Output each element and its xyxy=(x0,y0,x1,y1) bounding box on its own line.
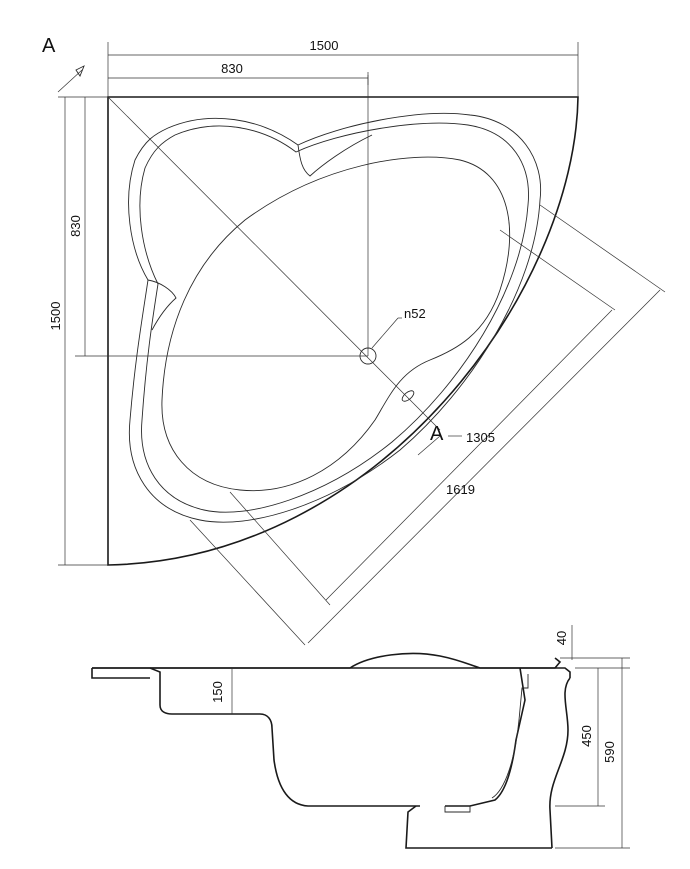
top-dimensions: 1500 830 xyxy=(107,38,579,97)
section-right-skirt-inner xyxy=(491,674,529,799)
section-left-rim xyxy=(92,667,420,807)
rim-contour-inner xyxy=(139,122,529,513)
diagonal-dimensions: 1305 1619 xyxy=(189,204,666,646)
headrest-curve xyxy=(297,134,373,177)
rim-contour xyxy=(128,112,542,523)
section-rim-top xyxy=(91,652,562,679)
diag-ext-inner-bottom xyxy=(229,491,331,606)
diag-ext-outer-top xyxy=(539,204,666,293)
dim-label-width: 1500 xyxy=(310,38,339,53)
dim-label-inner-depth: 450 xyxy=(579,725,594,747)
drain-label: n52 xyxy=(404,306,426,321)
section-markers: A A xyxy=(42,35,444,456)
headrest-curve-2 xyxy=(147,279,177,331)
section-top-edge xyxy=(150,667,571,678)
section-right-skirt xyxy=(445,667,526,807)
section-arrowhead-top xyxy=(75,65,85,77)
dim-label-height: 1500 xyxy=(48,302,63,331)
basin-outline xyxy=(161,156,511,492)
tub-outline xyxy=(107,96,579,566)
overflow-slot xyxy=(401,390,415,402)
dim-label-half-height: 830 xyxy=(68,215,83,237)
plan-view: n52 xyxy=(75,75,579,566)
dim-label-seat-depth: 150 xyxy=(210,681,225,703)
section-base xyxy=(405,805,552,849)
section-line xyxy=(107,96,441,431)
section-view: 150 40 450 590 xyxy=(91,625,630,849)
dim-label-total-height: 590 xyxy=(602,741,617,763)
drain-leader xyxy=(371,317,399,349)
section-marker-top: A xyxy=(42,35,56,57)
left-dimensions: 1500 830 xyxy=(48,96,108,566)
diag-ext-outer-bottom xyxy=(189,519,306,646)
dim-label-inner-diagonal: 1305 xyxy=(466,430,495,445)
dim-label-rim: 40 xyxy=(554,631,569,645)
dim-label-half-width: 830 xyxy=(221,61,243,76)
section-apron xyxy=(549,677,571,849)
section-marker-bottom: A xyxy=(430,423,444,445)
dim-line-1305 xyxy=(325,309,613,601)
dim-label-outer-diagonal: 1619 xyxy=(446,482,475,497)
section-arrow-bottom xyxy=(417,435,441,456)
dim-line-1619 xyxy=(307,289,661,644)
diag-ext-inner-top xyxy=(499,229,616,311)
section-base-inner xyxy=(444,806,471,813)
